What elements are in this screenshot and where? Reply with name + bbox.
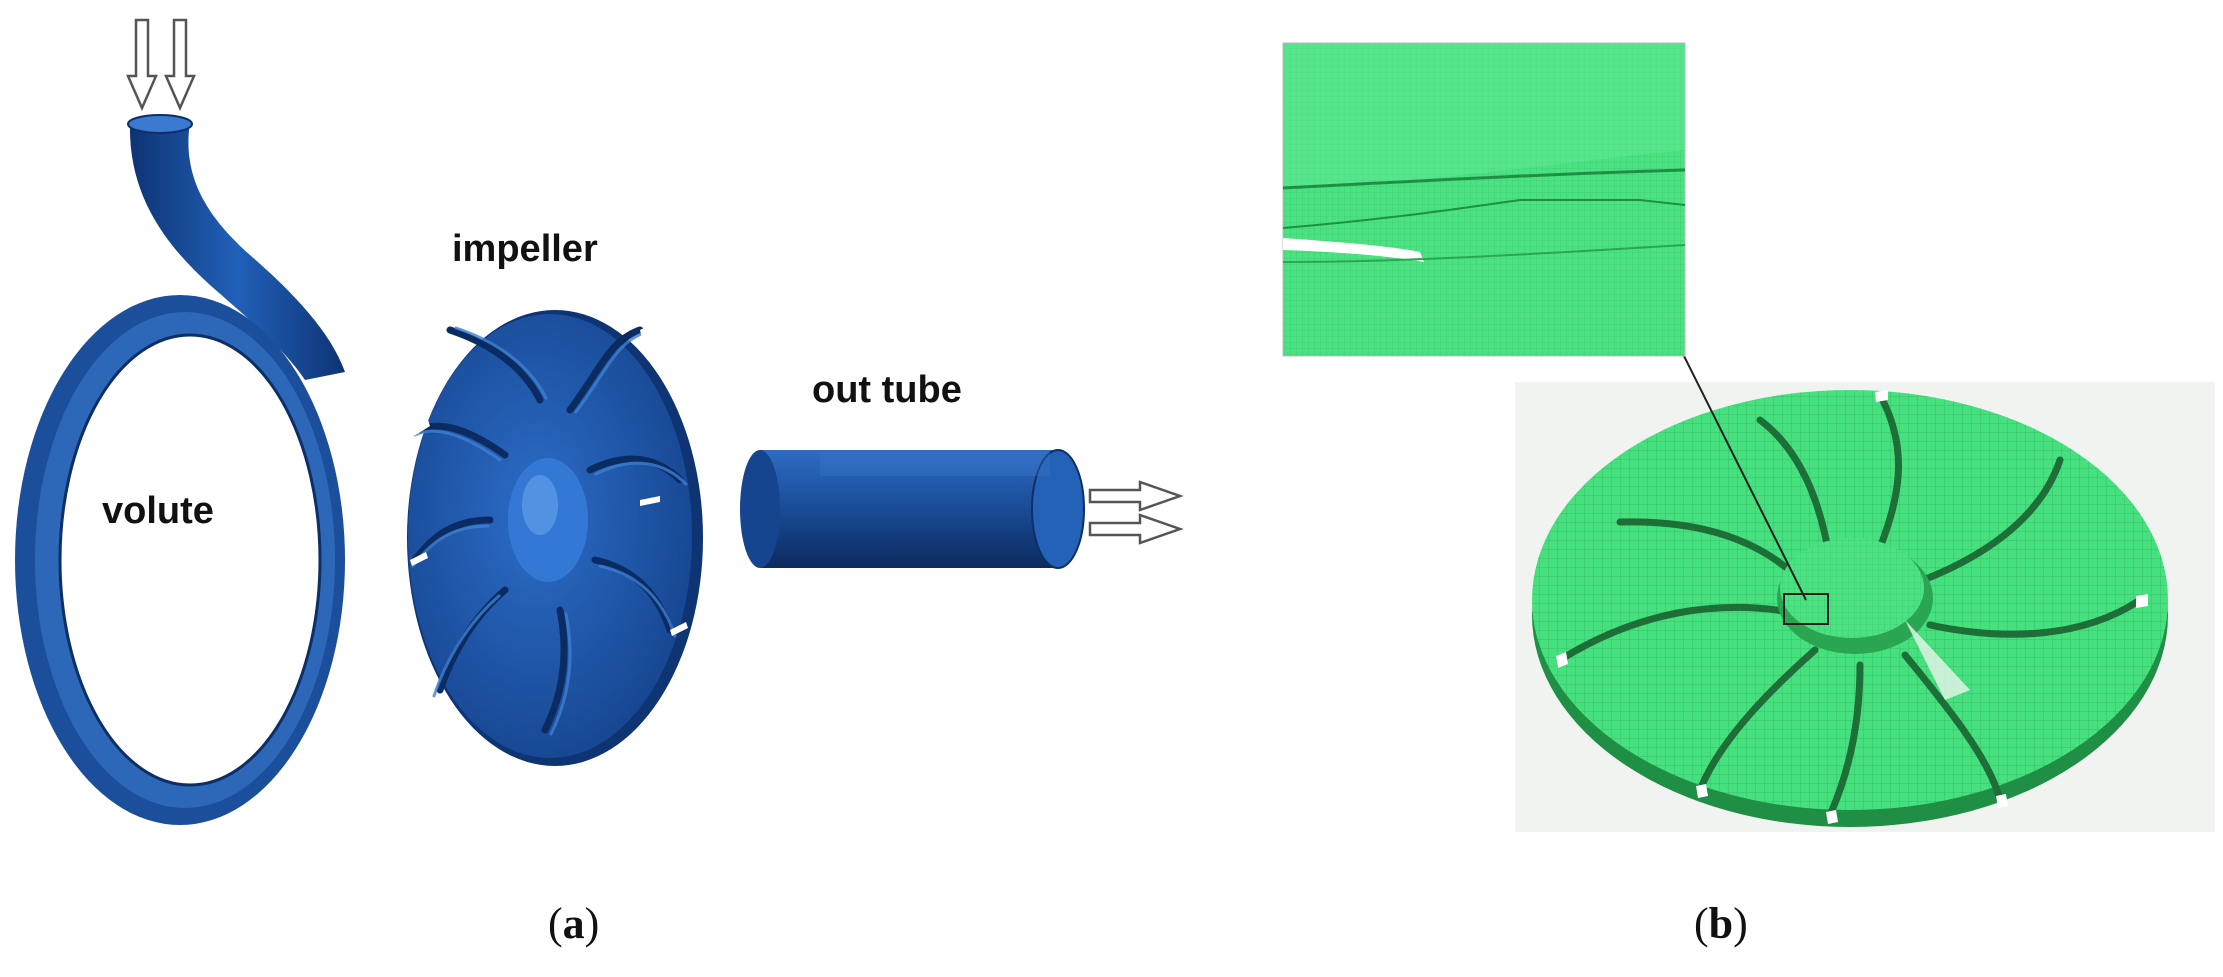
impeller-blade-highlights: [411, 326, 688, 736]
volute-ring-inner-edge: [58, 333, 322, 787]
panel-b: [1282, 42, 2215, 832]
zoom-leader-line: [1683, 355, 1807, 601]
mesh-zoom-region: [1783, 593, 1829, 625]
impeller-hub-shine: [522, 475, 558, 535]
mesh-hub: [1780, 538, 1924, 638]
inset-shaded-surface: [1283, 43, 1685, 190]
inlet-arrow-right: [164, 18, 196, 112]
out-tube-body: [760, 450, 1058, 568]
volute-label: volute: [102, 490, 214, 532]
outlet-arrow-bottom: [1088, 513, 1184, 545]
volute: [15, 114, 345, 825]
mesh-impeller: [1532, 390, 2168, 827]
impeller-rim-notches: [410, 322, 688, 636]
caption-a: (a): [548, 899, 600, 948]
mesh-rim-gaps: [1556, 390, 2148, 824]
out-tube-front-end: [1031, 449, 1085, 569]
inset-blade-tip: [1282, 199, 1686, 229]
volute-inlet-pipe: [129, 122, 345, 380]
impeller-label: impeller: [452, 228, 598, 270]
panel-a: [15, 18, 1184, 825]
inlet-arrow-left: [126, 18, 158, 112]
mesh-zoom-inset: [1282, 42, 1686, 357]
out-tube-back-end: [740, 450, 780, 568]
inset-gap: [1283, 238, 1424, 262]
inset-blade-edge: [1282, 168, 1686, 190]
out-tube-label: out tube: [812, 369, 962, 411]
out-tube-shade: [820, 452, 1050, 476]
volute-inlet-opening: [127, 114, 193, 134]
outlet-arrows: [1088, 480, 1184, 545]
inlet-arrows: [126, 18, 196, 112]
volute-ring-inner: [60, 335, 320, 785]
mesh-hub-light: [1905, 620, 1970, 700]
caption-b: (b): [1694, 899, 1748, 948]
impeller: [407, 310, 703, 766]
outlet-arrow-top: [1088, 480, 1184, 512]
out-tube: [740, 449, 1085, 569]
mesh-blade-slots: [1556, 391, 2144, 819]
inset-lower-edge: [1282, 244, 1686, 263]
